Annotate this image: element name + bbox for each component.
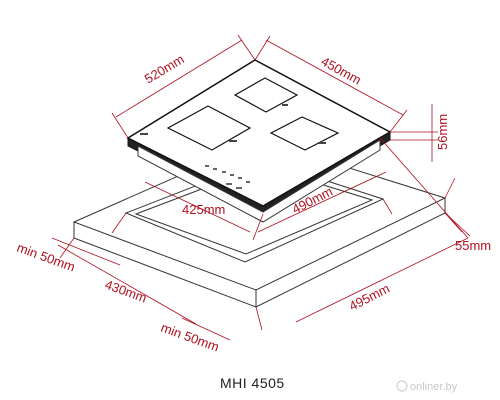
watermark: onliner.by (396, 380, 458, 393)
label-counter-depth: 495mm (347, 281, 392, 314)
hob-base (137, 139, 381, 223)
label-cutout-depth: 425mm (182, 202, 225, 217)
label-front-margin: min 50mm (15, 240, 77, 275)
label-top-depth: 450mm (319, 54, 364, 88)
watermark-text: onliner.by (410, 381, 458, 393)
dim-425-line (144, 181, 251, 233)
dim-495-line (295, 237, 469, 323)
cooking-zone-left (166, 105, 252, 151)
model-name: MHI 4505 (220, 375, 285, 391)
zone-markings (140, 104, 326, 144)
label-glass-height: 56mm (435, 114, 450, 150)
cooking-zone-right (269, 116, 340, 151)
label-side-margin: min 50mm (159, 320, 221, 355)
touch-controls (205, 165, 250, 189)
label-cutout-depth-counter: 430mm (103, 277, 149, 306)
dim-min50-bottom-line (181, 317, 231, 341)
dimension-lines (51, 34, 471, 341)
dim-520-line (115, 39, 243, 118)
label-rear-margin: 55mm (455, 238, 491, 253)
dim-min50-left-line (51, 237, 121, 266)
dim-430-line (57, 244, 197, 325)
cooking-zone-rear (233, 77, 299, 113)
dim-55-line (379, 137, 469, 239)
watermark-logo-icon (396, 380, 408, 392)
dim-490-line (257, 171, 387, 233)
cooking-zones (166, 77, 340, 151)
dim-450-line (265, 39, 404, 116)
label-top-width: 520mm (142, 51, 187, 86)
